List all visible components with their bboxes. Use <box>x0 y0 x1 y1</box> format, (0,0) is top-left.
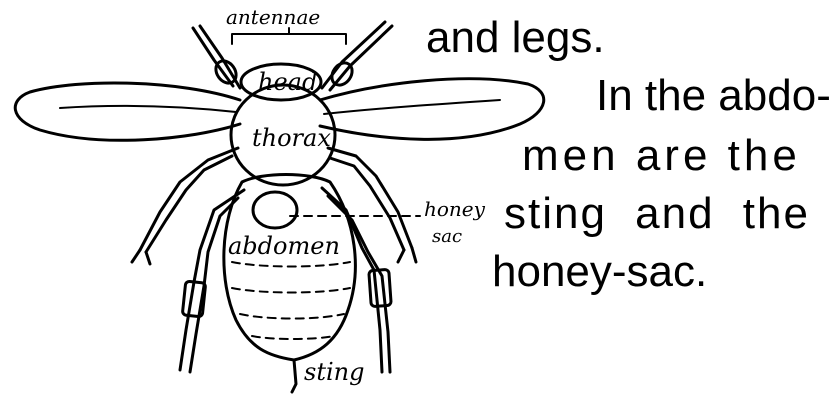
left-wing-vein <box>60 106 236 112</box>
right-antenna <box>322 22 392 90</box>
label-abdomen: abdomen <box>228 232 340 260</box>
left-antenna <box>193 26 240 88</box>
left-front-leg <box>140 148 238 250</box>
body-text-line-1: and legs. <box>426 16 605 60</box>
right-wing-vein <box>324 100 500 114</box>
body-text-line-2: In the abdo- <box>596 74 829 118</box>
body-text-line-4: sting and the <box>504 192 810 236</box>
label-thorax: thorax <box>252 124 331 152</box>
label-honey-sac-line1: honey <box>424 197 486 221</box>
sting <box>292 360 296 392</box>
label-head: head <box>258 68 317 96</box>
honey-sac <box>253 192 297 228</box>
antennae-bracket <box>232 28 346 44</box>
label-antennae: antennae <box>226 5 320 29</box>
left-wing <box>15 83 240 140</box>
label-honey-sac-line2: sac <box>432 226 462 247</box>
body-text-line-3: men are the <box>522 134 801 178</box>
right-wing <box>320 79 544 140</box>
label-sting: sting <box>304 358 364 386</box>
body-text-line-5: honey-sac. <box>492 250 707 294</box>
